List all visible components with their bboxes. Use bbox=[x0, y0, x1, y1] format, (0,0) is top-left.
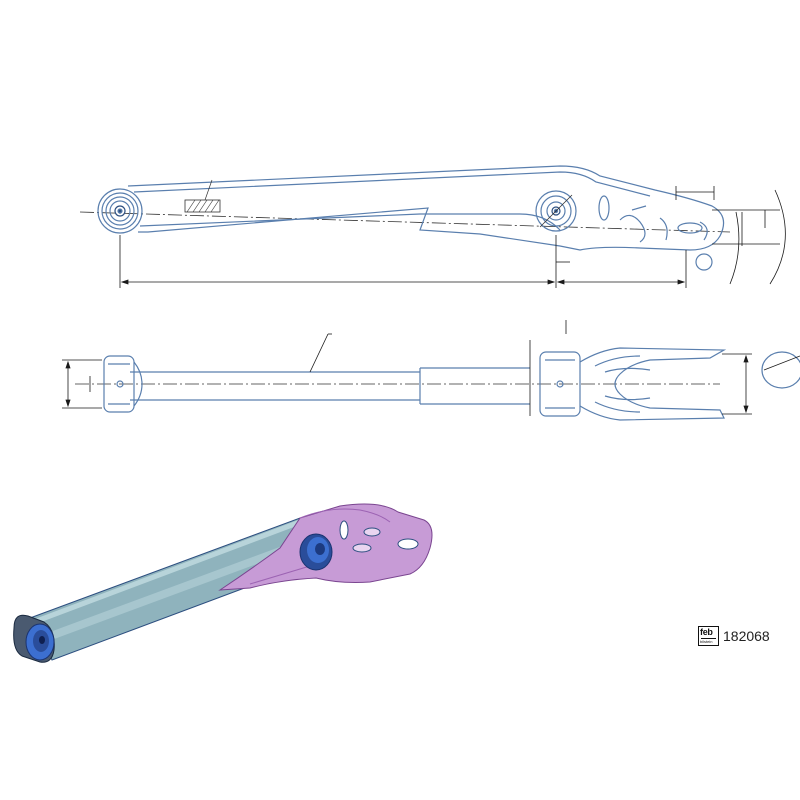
top-section-hatch bbox=[184, 199, 221, 213]
iso-end-hole bbox=[397, 538, 419, 550]
top-small-circle bbox=[695, 253, 713, 271]
top-right-bushing bbox=[535, 190, 577, 232]
top-left-bushing bbox=[97, 188, 143, 234]
middle-left-bushing bbox=[103, 355, 135, 413]
top-view-centerline bbox=[79, 211, 731, 233]
middle-fork bbox=[579, 347, 727, 421]
brand-logo-text: feb bbox=[700, 627, 713, 637]
iso-right-bushing bbox=[299, 533, 333, 571]
middle-view-dimensions bbox=[62, 320, 800, 416]
top-bracket-features bbox=[619, 205, 668, 243]
brand-logo: feb bilstein bbox=[698, 626, 719, 646]
middle-view bbox=[75, 347, 800, 421]
iso-left-bushing bbox=[13, 614, 55, 663]
top-view bbox=[79, 165, 731, 271]
iso-slot-2 bbox=[352, 543, 372, 553]
top-view-dimensions bbox=[119, 186, 786, 288]
brand-logo-divider bbox=[701, 638, 716, 639]
top-arm-outline bbox=[127, 165, 725, 251]
middle-right-bushing bbox=[539, 351, 581, 417]
iso-view bbox=[13, 503, 433, 663]
top-end-slot bbox=[677, 222, 703, 234]
middle-end-circle bbox=[761, 351, 800, 389]
top-slot-1 bbox=[598, 195, 610, 221]
iso-slot-1 bbox=[339, 520, 349, 540]
top-leader-line bbox=[204, 179, 213, 201]
brand-logo-subtext: bilstein bbox=[700, 639, 713, 644]
iso-slot-3 bbox=[363, 527, 381, 537]
top-arm-inner bbox=[133, 171, 651, 197]
part-number: 182068 bbox=[723, 628, 770, 644]
